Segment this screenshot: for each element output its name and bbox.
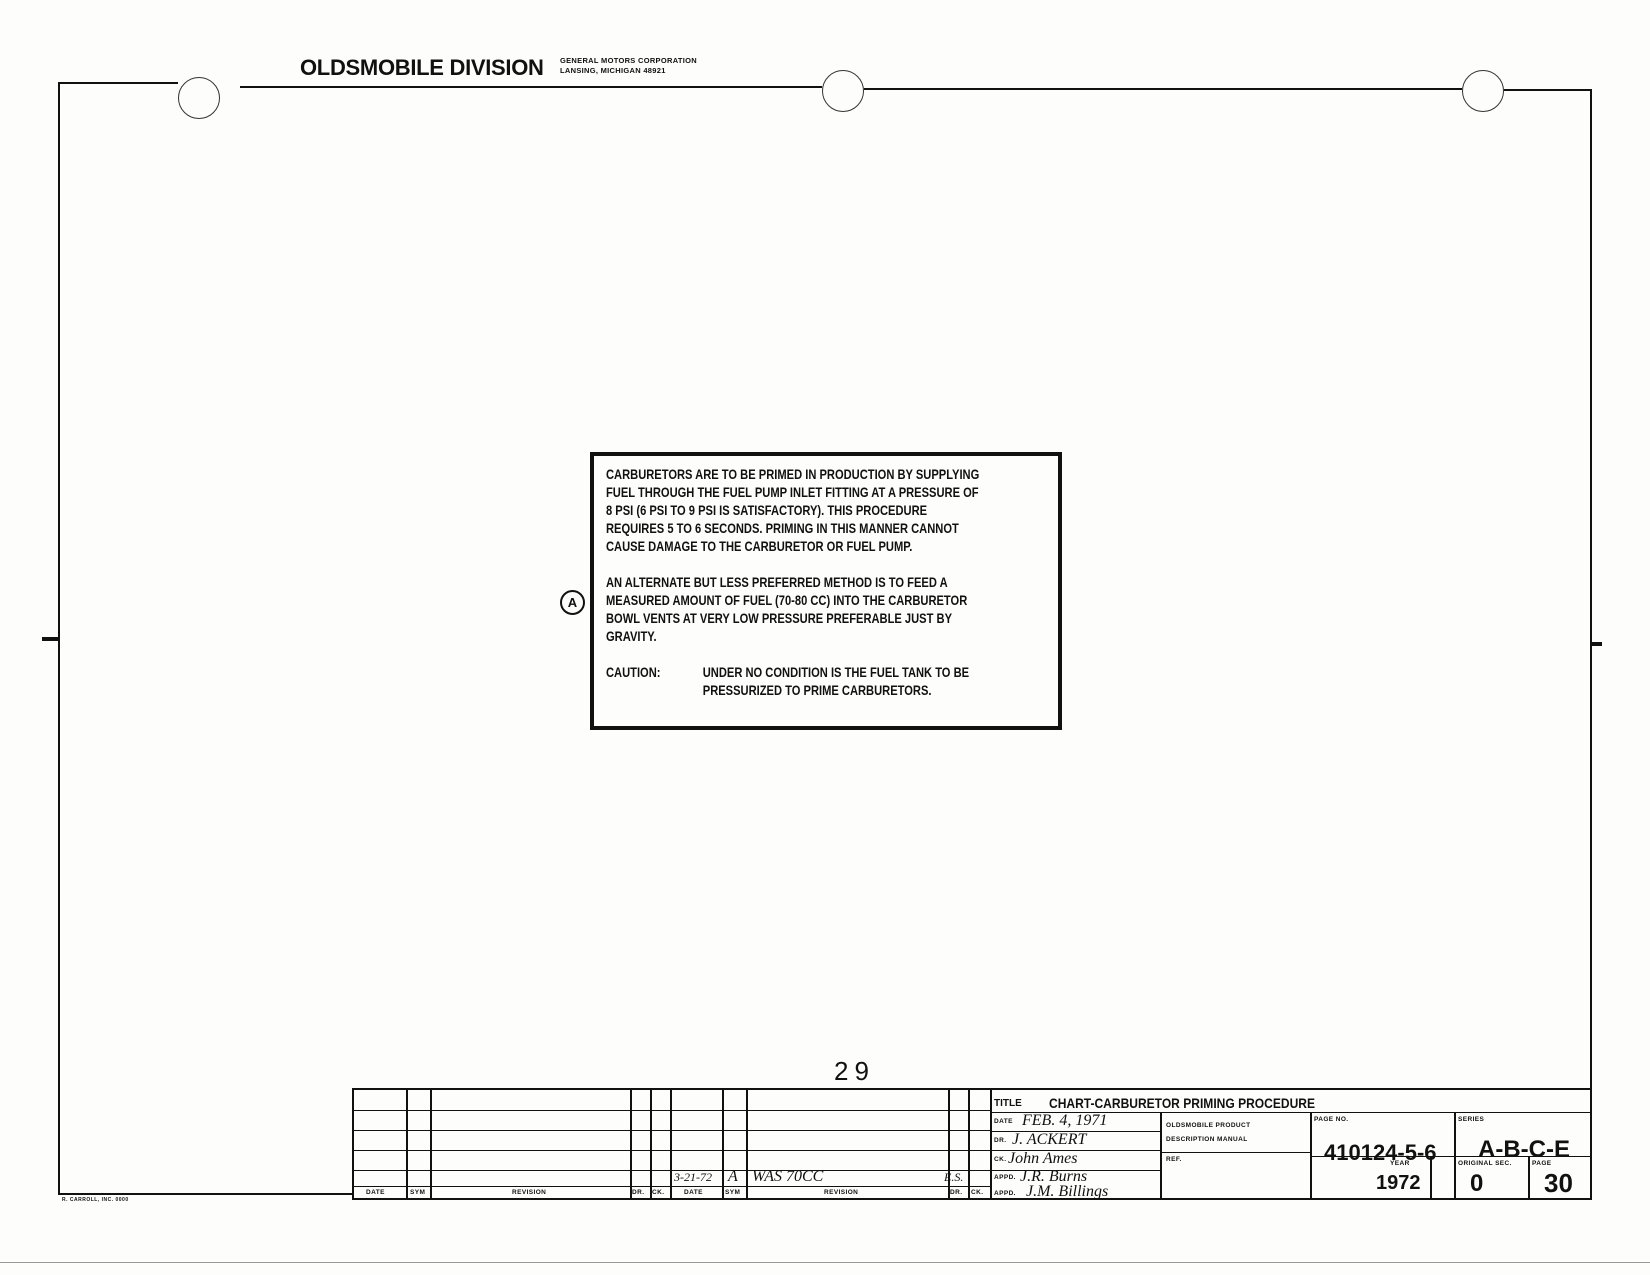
page-number: 29	[834, 1056, 875, 1086]
punch-hole-center	[822, 70, 864, 112]
rev-entry-dr: E.S.	[944, 1170, 964, 1184]
title-row-line	[990, 1150, 1160, 1152]
title-col-line	[1430, 1156, 1432, 1198]
note-paragraph-production: CARBURETORS ARE TO BE PRIMED IN PRODUCTI…	[606, 467, 980, 554]
border-right	[1590, 89, 1592, 1200]
drawing-date: FEB. 4, 1971	[1022, 1112, 1108, 1129]
rev-header-line	[354, 1186, 990, 1188]
appd-label: APPD.	[994, 1174, 1016, 1181]
rev-row-line	[354, 1150, 990, 1152]
rev-header-dr-2: DR.	[950, 1189, 963, 1196]
rev-header-sym-2: SYM	[725, 1189, 741, 1196]
checked-by: John Ames	[1008, 1150, 1078, 1167]
punch-hole-left	[178, 77, 220, 119]
title-row-line	[990, 1112, 1592, 1114]
rev-col-line	[948, 1090, 950, 1198]
rev-header-dr: DR.	[632, 1189, 645, 1196]
border-top-left	[58, 82, 178, 84]
note-paragraph-alternate: AN ALTERNATE BUT LESS PREFERRED METHOD I…	[606, 575, 968, 644]
printer-mark: R. CARROLL, INC. 0000	[62, 1197, 129, 1203]
drawing-title: CHART-CARBURETOR PRIMING PROCEDURE	[1049, 1095, 1316, 1111]
title-block: DATE SYM REVISION DR. CK. DATE SYM REVIS…	[352, 1088, 1592, 1200]
rev-entry-date: 3-21-72	[674, 1170, 712, 1184]
title-area-divider	[990, 1090, 992, 1198]
series-label: SERIES	[1458, 1116, 1485, 1123]
manual-row-line	[1160, 1152, 1310, 1154]
title-label: TITLE	[994, 1098, 1022, 1109]
corporation-name: GENERAL MOTORS CORPORATION	[560, 56, 697, 65]
original-label: ORIGINAL SEC.	[1458, 1160, 1512, 1167]
rev-header-sym: SYM	[410, 1189, 426, 1196]
caution-text: UNDER NO CONDITION IS THE FUEL TANK TO B…	[702, 665, 970, 698]
year-label: YEAR	[1390, 1160, 1410, 1167]
border-top-right	[1504, 89, 1592, 91]
rev-header-ck-2: CK.	[971, 1189, 984, 1196]
rev-entry-revision: WAS 70CC	[752, 1168, 824, 1185]
corporation-address: LANSING, MICHIGAN 48921	[560, 66, 666, 75]
rev-col-line	[650, 1090, 652, 1198]
rev-row-line	[354, 1130, 990, 1132]
model-year: 1972	[1376, 1172, 1421, 1194]
part-label: PAGE NO.	[1314, 1116, 1349, 1123]
rev-col-line	[406, 1090, 408, 1198]
series-codes: A-B-C-E	[1478, 1136, 1570, 1163]
corporation-info: GENERAL MOTORS CORPORATION LANSING, MICH…	[560, 56, 697, 76]
title-col-line	[1160, 1112, 1162, 1198]
manual-line-1: OLDSMOBILE PRODUCT	[1166, 1122, 1251, 1129]
division-title: OLDSMOBILE DIVISION	[300, 55, 544, 80]
date-label: DATE	[994, 1118, 1013, 1125]
border-top-mid	[240, 86, 822, 88]
caution-label: CAUTION:	[606, 665, 661, 680]
border-bottom	[58, 1193, 352, 1195]
appd2-label: APPD.	[994, 1190, 1016, 1197]
rev-header-ck: CK.	[652, 1189, 665, 1196]
dr-label: DR.	[994, 1137, 1007, 1144]
rev-entry-sym: A	[728, 1168, 738, 1185]
title-col-line	[1528, 1156, 1530, 1198]
ref-label: REF.	[1166, 1156, 1182, 1163]
sheet-bottom-edge	[0, 1262, 1650, 1263]
approved-by-2: J.M. Billings	[1026, 1183, 1109, 1200]
rev-header-date: DATE	[366, 1189, 385, 1196]
rev-col-line	[630, 1090, 632, 1198]
approved-by: J.R. Burns	[1020, 1168, 1088, 1185]
title-col-line	[1454, 1112, 1456, 1198]
margin-tick-right	[1592, 642, 1602, 646]
border-top-mid2	[864, 88, 1462, 90]
sheet-page-number: 30	[1544, 1168, 1573, 1198]
note-marker-a: A	[560, 590, 585, 615]
page-label: PAGE	[1532, 1160, 1552, 1167]
rev-header-revision-2: REVISION	[824, 1189, 859, 1196]
punch-hole-right	[1462, 70, 1504, 112]
ck-label: CK.	[994, 1156, 1007, 1163]
rev-col-line	[722, 1090, 724, 1198]
title-col-line	[1310, 1112, 1312, 1198]
priming-note-box: CARBURETORS ARE TO BE PRIMED IN PRODUCTI…	[590, 452, 1062, 730]
rev-row-line	[354, 1110, 990, 1112]
rev-col-line	[746, 1090, 748, 1198]
original-section: 0	[1470, 1170, 1484, 1197]
part-number: 410124-5-6	[1324, 1140, 1437, 1165]
rev-header-date-2: DATE	[684, 1189, 703, 1196]
rev-header-revision: REVISION	[512, 1189, 547, 1196]
title-row-line	[990, 1131, 1160, 1133]
caution-row: CAUTION: UNDER NO CONDITION IS THE FUEL …	[606, 664, 1049, 700]
rev-col-line	[968, 1090, 970, 1198]
drawn-by: J. ACKERT	[1012, 1131, 1087, 1148]
border-left	[58, 82, 60, 1194]
number-row-line	[1310, 1156, 1592, 1158]
rev-col-line	[430, 1090, 432, 1198]
margin-tick-left	[42, 637, 58, 641]
title-row-line	[990, 1170, 1160, 1172]
rev-col-line	[670, 1090, 672, 1198]
rev-row-line	[354, 1170, 990, 1172]
manual-line-2: DESCRIPTION MANUAL	[1166, 1136, 1248, 1143]
